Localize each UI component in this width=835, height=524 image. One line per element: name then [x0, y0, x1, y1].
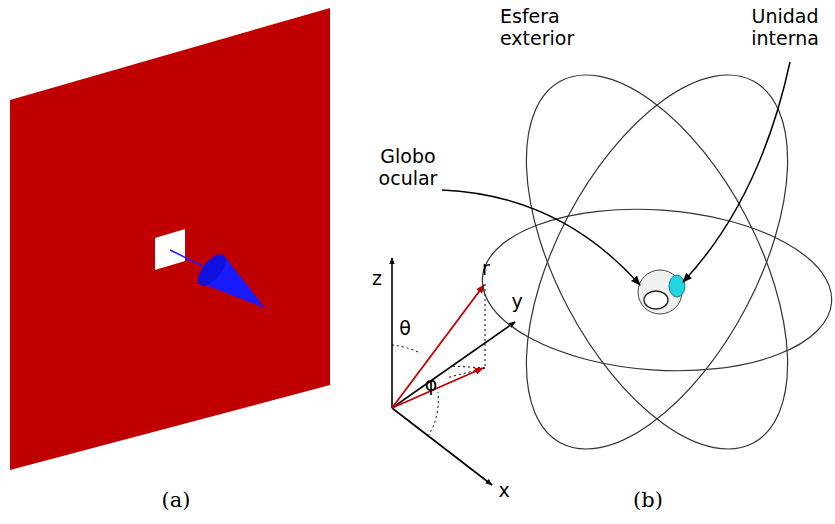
cone-base	[193, 250, 231, 291]
part-label: Unidad interna	[739, 6, 831, 50]
r-projection	[392, 368, 483, 408]
angle-label: θ	[395, 318, 415, 340]
r-vector	[392, 285, 484, 408]
axis-label: z	[367, 268, 387, 290]
axis-label: y	[507, 291, 527, 313]
leader-line	[683, 62, 790, 282]
sphere-ring	[472, 34, 835, 490]
vector-label: r	[476, 258, 496, 280]
panel-caption: (a)	[146, 488, 206, 512]
outer-sphere	[472, 34, 835, 490]
sphere-ring	[472, 34, 835, 490]
angle-label: φ	[421, 374, 441, 396]
x-axis	[392, 408, 492, 485]
z-axis	[391, 258, 393, 408]
axes	[392, 258, 515, 485]
beam-cone	[193, 250, 265, 308]
part-label: Globo ocular	[368, 146, 448, 190]
projection-line	[452, 366, 485, 368]
eye-pupil	[644, 291, 668, 309]
inner-unit	[669, 275, 685, 297]
plane-aperture	[155, 229, 185, 270]
eyeball	[638, 270, 685, 314]
source-plane	[10, 8, 330, 470]
theta-arc	[392, 345, 418, 352]
axis-label: x	[494, 480, 514, 502]
phi-arc	[428, 392, 438, 436]
leader-line	[442, 190, 640, 285]
sphere-ring	[477, 198, 835, 382]
panel-caption: (b)	[618, 488, 678, 512]
part-label: Esfera exterior	[500, 6, 596, 50]
